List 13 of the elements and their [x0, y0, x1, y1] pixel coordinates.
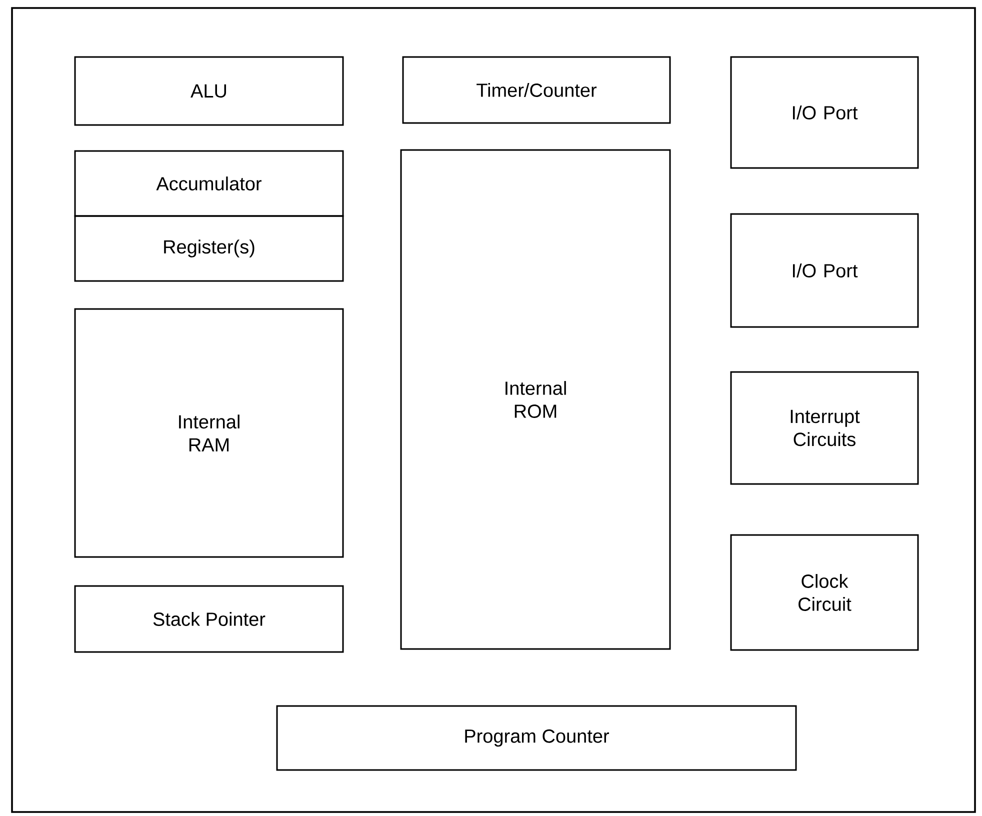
block-box: I/O Port	[730, 213, 919, 328]
block-box: Internal ROM	[400, 149, 671, 650]
block-box: I/O Port	[730, 56, 919, 169]
block-box: Interrupt Circuits	[730, 371, 919, 485]
block-box: Stack Pointer	[74, 585, 344, 653]
chip-outline	[11, 7, 976, 813]
block-box: Program Counter	[276, 705, 797, 771]
block-box: Timer/Counter	[402, 56, 671, 124]
block-box: Register(s)	[74, 215, 344, 282]
block-box: Clock Circuit	[730, 534, 919, 651]
block-box: Internal RAM	[74, 308, 344, 558]
block-box: ALU	[74, 56, 344, 126]
block-box: Accumulator	[74, 150, 344, 217]
